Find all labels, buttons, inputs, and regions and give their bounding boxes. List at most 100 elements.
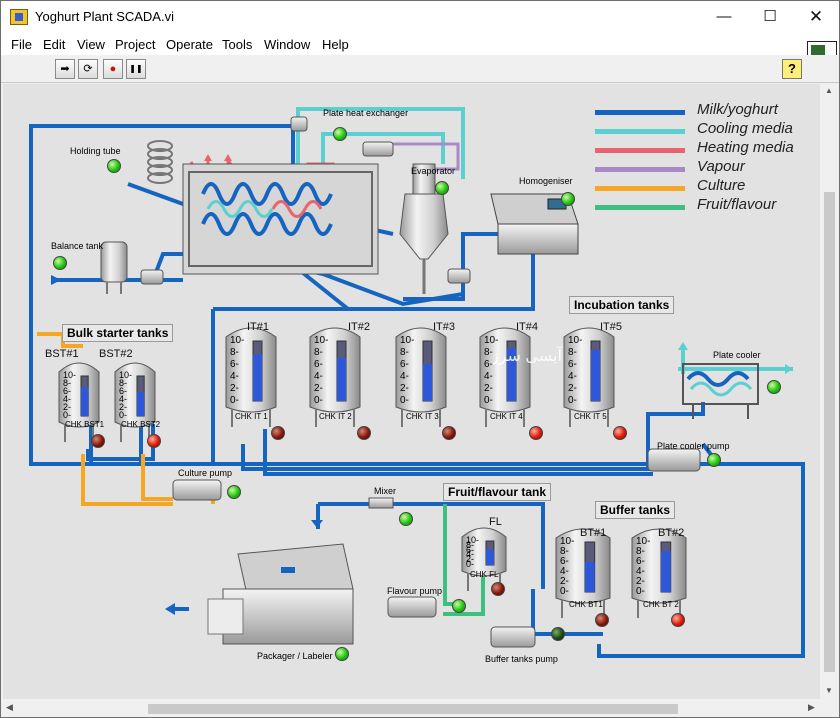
vertical-scrollbar[interactable]: ▲ ▼ <box>821 84 838 699</box>
tank-check-led[interactable] <box>529 426 543 440</box>
led-mixer[interactable] <box>399 512 413 526</box>
tank-scale-tick: 0- <box>636 586 645 597</box>
maximize-button[interactable]: ☐ <box>763 8 777 25</box>
tank-scale-tick: 4- <box>314 371 323 382</box>
tank-scale-tick: 4- <box>230 371 239 382</box>
tank-body <box>555 528 611 604</box>
tank-tag: BT#2 <box>658 527 685 539</box>
tank-check-led[interactable] <box>91 434 105 448</box>
packager-machine <box>207 543 354 645</box>
scroll-up-arrow-icon[interactable]: ▲ <box>825 86 833 95</box>
tank-tag: IT#1 <box>247 321 270 333</box>
label-balance-tank: Balance tank <box>51 241 104 251</box>
horizontal-scroll-thumb[interactable] <box>148 704 678 714</box>
led-culture-pump[interactable] <box>227 485 241 499</box>
legend-swatch <box>595 186 685 191</box>
menu-tools[interactable]: Tools <box>222 37 253 52</box>
tank-check-led[interactable] <box>147 434 161 448</box>
scada-diagram <box>29 107 805 658</box>
tank-check-led[interactable] <box>595 613 609 627</box>
label-plate-cooler: Plate cooler <box>713 350 761 360</box>
tank-scale-tick: 10- <box>400 335 415 346</box>
led-plate-cooler-pump[interactable] <box>707 453 721 467</box>
menu-bar: File Edit View Project Operate Tools Win… <box>1 33 839 55</box>
led-buffer-tanks-pump[interactable] <box>551 627 565 641</box>
tank-check-led[interactable] <box>271 426 285 440</box>
tank-check-led[interactable] <box>613 426 627 440</box>
menu-operate[interactable]: Operate <box>166 37 213 52</box>
led-evaporator[interactable] <box>435 181 449 195</box>
scroll-down-arrow-icon[interactable]: ▼ <box>825 686 833 695</box>
tank-check-label: CHK IT 4 <box>490 412 523 421</box>
tank-tag: FL <box>489 516 502 528</box>
tank-check-label: CHK IT 5 <box>574 412 607 421</box>
label-buffer-tanks-pump: Buffer tanks pump <box>485 654 558 664</box>
run-continuously-button[interactable]: ⟳ <box>78 59 98 79</box>
tank-body <box>563 327 615 413</box>
tank-body <box>631 528 687 604</box>
context-help-button[interactable]: ? <box>782 59 802 79</box>
tank-scale-tick: 4- <box>119 394 128 404</box>
tank-scale-tick: 4- <box>466 549 475 560</box>
tank-scale-tick: 6- <box>466 544 475 555</box>
label-packager: Packager / Labeler <box>257 651 333 661</box>
tank-scale-tick: 10- <box>314 335 329 346</box>
toolbar: ➡ ⟳ ● ❚❚ <box>1 55 839 83</box>
tank-scale-tick: 6- <box>63 386 72 396</box>
tank-level-fill <box>137 392 145 416</box>
horizontal-scrollbar[interactable]: ◀ ▶ <box>3 700 821 717</box>
tank-scale-tick: 2- <box>314 383 323 394</box>
tank-scale-tick: 2- <box>400 383 409 394</box>
tank-body <box>461 527 507 577</box>
milk-pipe-incubation-header <box>29 384 805 658</box>
abort-button[interactable]: ● <box>103 59 123 79</box>
minimize-button[interactable]: — <box>716 8 732 25</box>
tank-scale-tick: 2- <box>560 576 569 587</box>
tank-check-led[interactable] <box>442 426 456 440</box>
close-button[interactable]: ✕ <box>808 7 824 26</box>
tank-tag: BST#1 <box>45 348 79 360</box>
fruit-pipe-tank <box>443 574 485 616</box>
tank-tag: IT#4 <box>516 321 539 333</box>
tank-scale-tick: 0- <box>314 395 323 406</box>
vertical-scroll-thumb[interactable] <box>824 192 835 672</box>
led-holding-tube[interactable] <box>107 159 121 173</box>
led-flavour-pump[interactable] <box>452 599 466 613</box>
led-plate-heat-exchanger[interactable] <box>333 127 347 141</box>
label-culture-pump: Culture pump <box>178 468 233 478</box>
tank-body <box>395 327 447 413</box>
pause-button[interactable]: ❚❚ <box>126 59 146 79</box>
tank-check-led[interactable] <box>491 582 505 596</box>
tank-scale-tick: 6- <box>560 556 569 567</box>
run-button[interactable]: ➡ <box>55 59 75 79</box>
led-homogeniser[interactable] <box>561 192 575 206</box>
label-homogeniser: Homogeniser <box>519 176 573 186</box>
led-plate-cooler[interactable] <box>767 380 781 394</box>
tank-scale-tick: 0- <box>568 395 577 406</box>
menu-help[interactable]: Help <box>322 37 349 52</box>
led-packager[interactable] <box>335 647 349 661</box>
tank-check-led[interactable] <box>671 613 685 627</box>
scroll-right-arrow-icon[interactable]: ▶ <box>808 702 815 712</box>
menu-window[interactable]: Window <box>264 37 311 52</box>
plate-cooler <box>682 363 759 419</box>
tank-scale-tick: 2- <box>119 402 128 412</box>
tank-scale-tick: 10- <box>466 535 480 545</box>
tank-scale-tick: 0- <box>400 395 409 406</box>
tank-scale-tick: 10- <box>484 335 499 346</box>
tank-check-led[interactable] <box>357 426 371 440</box>
menu-project[interactable]: Project <box>115 37 156 52</box>
tank-scale-tick: 6- <box>119 386 128 396</box>
menu-file[interactable]: File <box>11 37 32 52</box>
tank-scale-tick: 8- <box>560 546 569 557</box>
legend-label: Culture <box>697 177 746 194</box>
milk-pipe-incubation-out <box>263 429 653 476</box>
menu-edit[interactable]: Edit <box>43 37 66 52</box>
tank-scale-tick: 6- <box>568 359 577 370</box>
cooling-pipe-phe <box>296 107 465 194</box>
milk-pipe-mixer <box>318 502 545 589</box>
tank-scale-tick: 6- <box>636 556 645 567</box>
scroll-left-arrow-icon[interactable]: ◀ <box>6 702 13 712</box>
menu-view[interactable]: View <box>77 37 105 52</box>
led-balance-tank[interactable] <box>53 256 67 270</box>
